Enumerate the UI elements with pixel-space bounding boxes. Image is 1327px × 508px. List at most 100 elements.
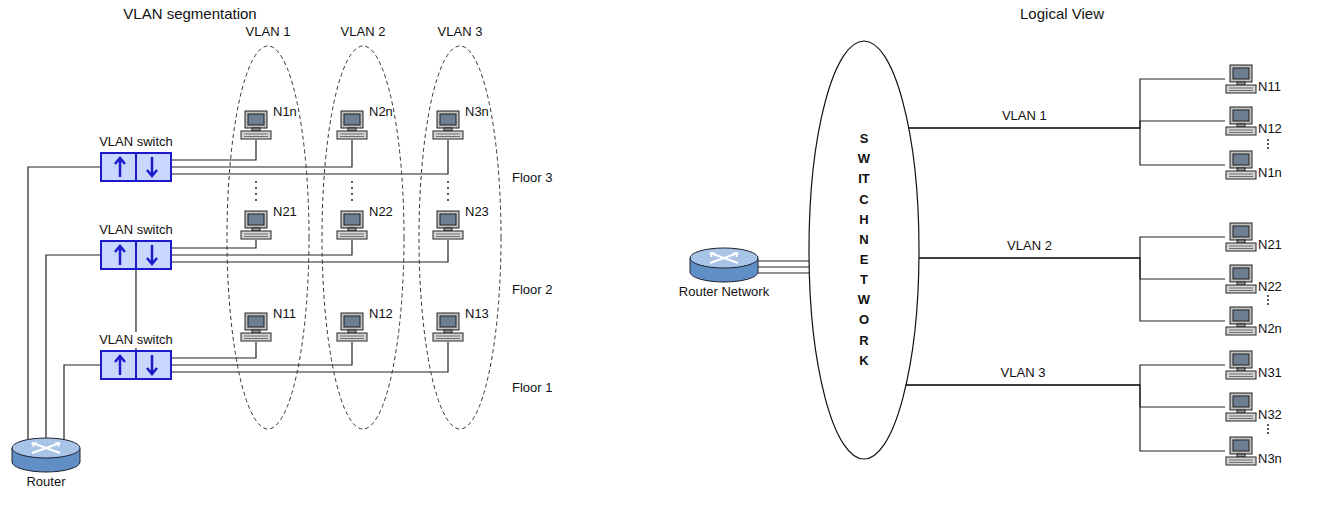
router-node: Router <box>10 436 82 490</box>
computer-node: N32 <box>1225 392 1282 422</box>
computer-label: N21 <box>1258 238 1282 252</box>
computer-icon <box>1225 350 1257 380</box>
computer-icon <box>1225 222 1257 252</box>
switch-label: VLAN switch <box>97 332 175 348</box>
switch-box <box>100 152 172 182</box>
computer-node: N12 <box>1225 106 1282 136</box>
computer-label: N13 <box>465 307 489 321</box>
vlan-line-label: VLAN 3 <box>999 365 1048 381</box>
connector <box>172 240 448 262</box>
computer-node: N2n <box>1225 306 1282 336</box>
computer-icon <box>1225 436 1257 466</box>
computer-node: N3n <box>432 110 489 140</box>
connector <box>172 140 256 160</box>
switch-box <box>100 240 172 270</box>
connector <box>909 128 1225 165</box>
connector <box>758 260 809 261</box>
connector <box>172 342 352 365</box>
connector <box>46 255 100 438</box>
connector <box>758 272 809 273</box>
connector <box>172 342 256 358</box>
vlan-label: VLAN 3 <box>418 24 502 40</box>
router-label: Router <box>26 474 65 490</box>
computer-node: N11 <box>1225 64 1281 94</box>
connector <box>64 365 100 440</box>
computer-label: N1n <box>273 105 297 119</box>
computer-label: N1n <box>1258 166 1282 180</box>
computer-label: N22 <box>369 205 393 219</box>
computer-icon <box>240 110 272 140</box>
connector <box>172 240 256 248</box>
floor-label: Floor 3 <box>512 170 552 186</box>
computer-label: N11 <box>1258 80 1281 94</box>
connector <box>909 79 1225 128</box>
computer-node: N23 <box>432 210 489 240</box>
vlan-group-ellipse: VLAN 3N3nN23N13 <box>418 45 502 430</box>
computer-icon <box>336 312 368 342</box>
connector <box>906 385 1225 451</box>
computer-label: N23 <box>465 205 489 219</box>
computer-icon <box>1225 106 1257 136</box>
switch-box <box>100 350 172 380</box>
computer-icon <box>1225 306 1257 336</box>
connector <box>758 266 809 267</box>
connector <box>906 385 1225 407</box>
computer-node: N31 <box>1225 350 1282 380</box>
computer-label: N3n <box>465 105 489 119</box>
switch-label: VLAN switch <box>97 134 175 150</box>
computer-icon <box>336 210 368 240</box>
computer-icon <box>432 110 464 140</box>
computer-node: N11 <box>240 312 296 342</box>
computer-label: N22 <box>1258 280 1282 294</box>
computer-label: N12 <box>1258 122 1282 136</box>
computer-label: N2n <box>369 105 393 119</box>
computer-node: N22 <box>336 210 393 240</box>
computer-icon <box>1225 64 1257 94</box>
vlan-label: VLAN 1 <box>226 24 310 40</box>
connector <box>919 237 1225 258</box>
router-label: Router Network <box>679 284 769 300</box>
switch-network-ellipse: SWITCH NETWORK <box>808 40 920 460</box>
computer-label: N11 <box>273 307 296 321</box>
network-label: SWITCH NETWORK <box>858 129 871 371</box>
vlan-switch: VLAN switch <box>97 332 175 380</box>
connector <box>909 121 1225 128</box>
computer-label: N31 <box>1258 366 1282 380</box>
computer-node: N21 <box>240 210 297 240</box>
computer-label: N32 <box>1258 408 1282 422</box>
vlan-switch: VLAN switch <box>97 134 175 182</box>
floor-label: Floor 1 <box>512 380 552 396</box>
computer-icon <box>432 210 464 240</box>
connector <box>906 365 1225 385</box>
router-node: Router Network <box>679 246 769 300</box>
network-ellipse <box>808 40 920 460</box>
computer-icon <box>432 312 464 342</box>
vlan-switch: VLAN switch <box>97 222 175 270</box>
connector <box>172 240 352 255</box>
computer-label: N12 <box>369 307 393 321</box>
computer-node: N22 <box>1225 264 1282 294</box>
computer-label: N2n <box>1258 322 1282 336</box>
router-icon <box>688 246 760 284</box>
computer-node: N13 <box>432 312 489 342</box>
computer-icon <box>240 312 272 342</box>
switch-label: VLAN switch <box>97 222 175 238</box>
computer-node: N2n <box>336 110 393 140</box>
connector <box>172 342 448 372</box>
computer-node: N21 <box>1225 222 1282 252</box>
computer-node: N1n <box>1225 150 1282 180</box>
computer-icon <box>240 210 272 240</box>
vlan-group-ellipse: VLAN 1N1nN21N11 <box>226 45 310 430</box>
computer-icon <box>1225 392 1257 422</box>
vlan-group-ellipse: VLAN 2N2nN22N12 <box>321 45 405 430</box>
computer-node: N3n <box>1225 436 1282 466</box>
vlan-line-label: VLAN 2 <box>1005 238 1054 254</box>
computer-icon <box>1225 264 1257 294</box>
computer-icon <box>336 110 368 140</box>
diagram-title: Logical View <box>1020 6 1104 22</box>
connector <box>172 140 448 174</box>
computer-icon <box>1225 150 1257 180</box>
diagram-title: VLAN segmentation <box>123 6 256 22</box>
